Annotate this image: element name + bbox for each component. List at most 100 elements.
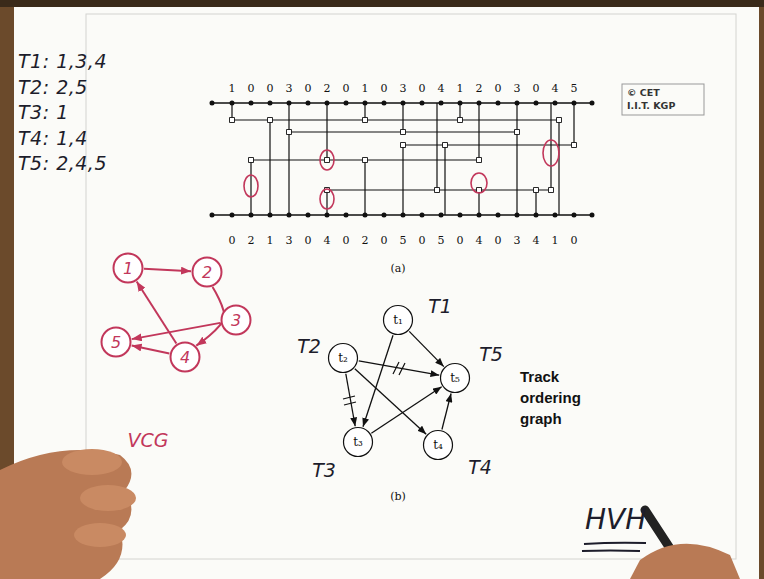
node-label: t₃ <box>342 426 374 458</box>
node-label: t₄ <box>422 429 454 461</box>
constraint-node: 4 <box>169 341 201 373</box>
track-name: T4 <box>468 456 492 478</box>
terminal-number: 0 <box>381 82 388 95</box>
terminal-dots <box>210 101 595 218</box>
copyright-mark: © CET <box>627 87 660 98</box>
terminal-number: 4 <box>324 234 331 247</box>
net-track-list: T4: 1,4 <box>18 127 88 149</box>
terminal-number: 5 <box>571 82 578 95</box>
terminal-number: 1 <box>229 82 236 95</box>
slide-border <box>86 14 736 559</box>
hand <box>630 544 740 579</box>
terminal-number: 3 <box>286 234 293 247</box>
logo-box <box>622 84 704 115</box>
terminal-number: 0 <box>248 82 255 95</box>
vertical-wires <box>232 103 574 215</box>
node-label: t₁ <box>382 304 414 336</box>
terminal-number: 0 <box>305 82 312 95</box>
track-node: t₂T2 <box>327 342 359 374</box>
finger <box>80 485 136 511</box>
order-arrow <box>346 374 355 426</box>
track-name: T1 <box>428 295 452 317</box>
via-squares <box>230 118 577 193</box>
track-name: T3 <box>312 459 336 481</box>
order-arrow <box>409 331 444 366</box>
terminal-number: 0 <box>267 82 274 95</box>
constraint-node: 3 <box>220 304 252 336</box>
node-label: 1 <box>112 252 144 284</box>
terminal-number: 0 <box>495 234 502 247</box>
red-circle-mark <box>244 175 258 197</box>
order-arrow <box>359 361 439 375</box>
terminal-number: 2 <box>476 82 483 95</box>
terminal-number: 0 <box>533 82 540 95</box>
frame-edge <box>0 0 764 7</box>
terminal-number: 0 <box>571 234 578 247</box>
terminal-number: 4 <box>533 234 540 247</box>
track-node: t₁T1 <box>382 304 414 336</box>
terminal-number: 2 <box>324 82 331 95</box>
handwritten-note: HVH <box>585 503 646 536</box>
terminal-number: 0 <box>419 82 426 95</box>
terminal-number: 5 <box>438 234 445 247</box>
track-node: t₄T4 <box>422 429 454 461</box>
copyright-mark: I.I.T. KGP <box>627 100 675 111</box>
figure-tag: (a) <box>390 262 405 275</box>
terminal-number: 0 <box>343 82 350 95</box>
paper-sheet <box>14 6 759 579</box>
red-circle-mark <box>471 173 487 193</box>
node-label: 3 <box>220 304 252 336</box>
net-track-list: T3: 1 <box>18 101 69 123</box>
red-circle-mark <box>320 189 334 209</box>
red-circle-mark <box>543 140 559 166</box>
terminal-number: 3 <box>514 82 521 95</box>
red-circle-mark <box>320 150 334 170</box>
terminal-number: 2 <box>362 234 369 247</box>
terminal-number: 0 <box>229 234 236 247</box>
constraint-node: 2 <box>191 256 223 288</box>
terminal-number: 0 <box>495 82 502 95</box>
node-label: t₅ <box>439 362 471 394</box>
terminal-number: 1 <box>267 234 274 247</box>
terminal-number: 0 <box>343 234 350 247</box>
net-track-list: T5: 2,4,5 <box>18 152 107 174</box>
terminal-number: 1 <box>457 82 464 95</box>
terminal-number: 3 <box>286 82 293 95</box>
figure-tag: (b) <box>390 490 406 503</box>
constraint-node: 1 <box>112 252 144 284</box>
graph-title: Track ordering graph <box>520 366 594 429</box>
terminal-number: 3 <box>400 82 407 95</box>
underline <box>582 543 646 551</box>
order-arrow <box>442 394 451 430</box>
track-node: t₅T5 <box>439 362 471 394</box>
node-label: 5 <box>100 326 132 358</box>
terminal-number: 3 <box>514 234 521 247</box>
terminal-number: 2 <box>248 234 255 247</box>
terminal-number: 0 <box>305 234 312 247</box>
constraint-arrow <box>196 287 224 346</box>
constraint-arrow <box>132 345 170 353</box>
constraint-node: 5 <box>100 326 132 358</box>
track-node: t₃T3 <box>342 426 374 458</box>
node-label: 4 <box>169 341 201 373</box>
track-name: T5 <box>479 343 503 365</box>
terminal-number: 4 <box>476 234 483 247</box>
terminal-number: 1 <box>552 234 559 247</box>
finger <box>74 523 126 547</box>
node-label: 2 <box>191 256 223 288</box>
net-track-list: T2: 2,5 <box>18 76 88 98</box>
constraint-arrow <box>144 269 191 271</box>
net-track-list: T1: 1,3,4 <box>18 50 107 72</box>
terminal-number: 4 <box>438 82 445 95</box>
track-name: T2 <box>297 335 321 357</box>
hand <box>0 450 131 579</box>
order-arrow <box>355 369 426 434</box>
terminal-number: 5 <box>400 234 407 247</box>
terminal-number: 1 <box>362 82 369 95</box>
terminal-number: 0 <box>381 234 388 247</box>
constraint-arrow <box>132 323 221 339</box>
terminal-number: 0 <box>419 234 426 247</box>
terminal-number: 4 <box>552 82 559 95</box>
order-arrow <box>371 387 441 433</box>
